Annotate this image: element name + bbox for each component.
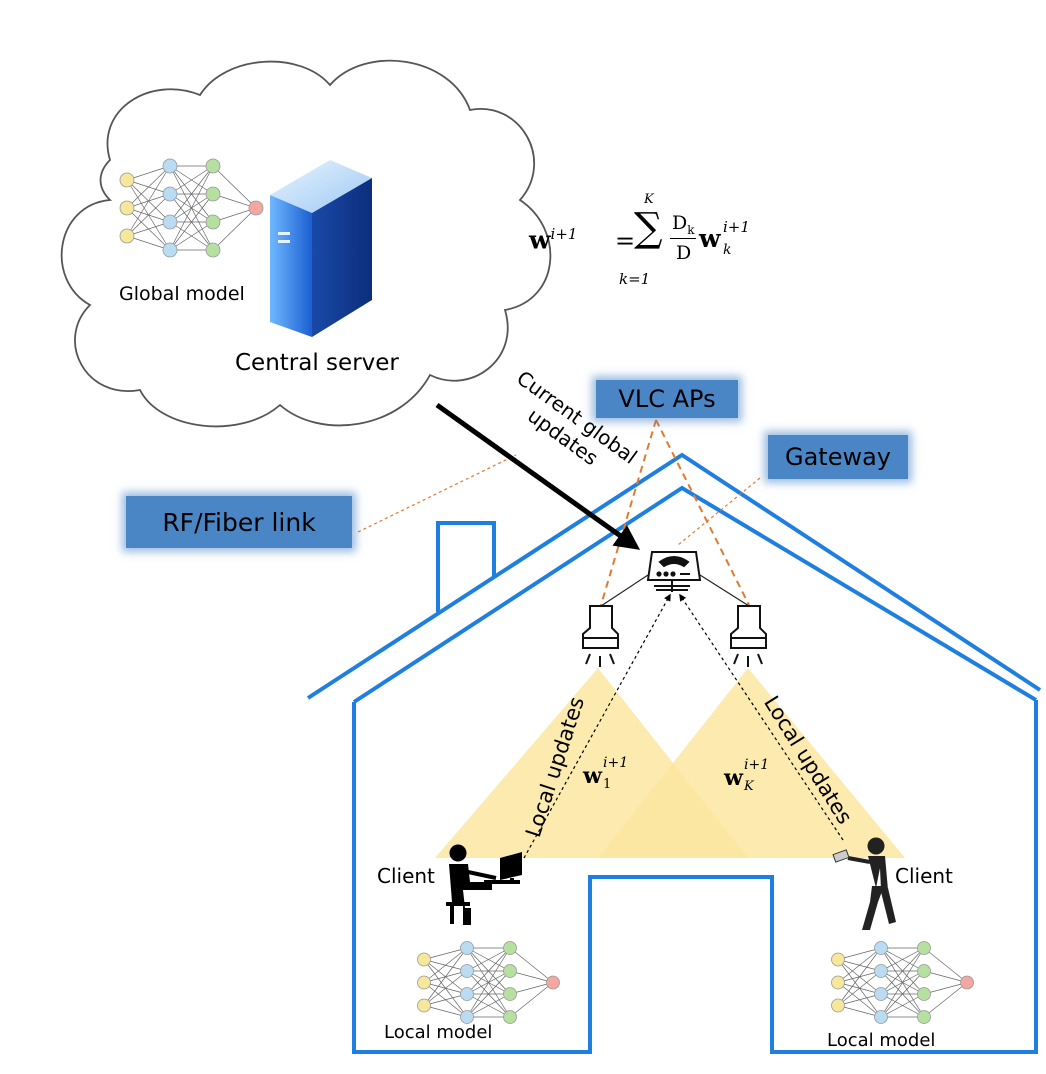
- light-cone-right: [598, 668, 905, 858]
- weight-right-sup: i+1: [744, 757, 770, 773]
- eq-lhs-sup: i+1: [550, 225, 578, 243]
- network-node: [503, 964, 517, 978]
- network-node: [248, 200, 264, 216]
- desk-client-icon: [446, 844, 522, 925]
- eq-rhs-sub: k: [723, 242, 732, 258]
- eq-rhs-sup: i+1: [723, 218, 750, 236]
- network-node: [874, 987, 888, 1001]
- network-node: [162, 214, 178, 230]
- weight-right-sub: K: [744, 779, 754, 794]
- network-node: [205, 186, 221, 202]
- rf-fiber-link-text: RF/Fiber link: [162, 507, 316, 537]
- network-node: [874, 1010, 888, 1024]
- weight-right-base: w: [724, 765, 743, 791]
- network-node: [162, 158, 178, 174]
- weight-left-sub: 1: [603, 777, 612, 792]
- network-node: [205, 214, 221, 230]
- network-node: [119, 228, 135, 244]
- network-node: [205, 158, 221, 174]
- central-server-label: Central server: [235, 350, 399, 376]
- network-node: [874, 964, 888, 978]
- weight-left-label: w i+1 1: [583, 755, 653, 800]
- local-model-left-network-icon: [417, 941, 560, 1024]
- vlc-aps-text: VLC APs: [618, 385, 716, 413]
- eq-sum-bottom: k=1: [619, 270, 651, 288]
- global-model-label: Global model: [119, 283, 245, 305]
- global-update-arrow: [435, 402, 641, 550]
- rf-fiber-link-label: RF/Fiber link: [126, 496, 352, 548]
- local-model-right-network-icon: [831, 941, 974, 1024]
- vlc-aps-label: VLC APs: [596, 380, 738, 418]
- eq-frac-num: D: [672, 212, 688, 234]
- network-node: [831, 975, 845, 990]
- vlc-ap-right-icon: [730, 605, 767, 667]
- network-node: [460, 987, 474, 1001]
- eq-frac-num-sub: k: [687, 222, 695, 237]
- network-node: [205, 242, 221, 258]
- gateway-label: Gateway: [768, 435, 908, 479]
- global-model-network-icon: [119, 158, 264, 258]
- light-cones: [435, 668, 905, 858]
- network-node: [546, 975, 560, 990]
- central-server-icon: [270, 160, 372, 337]
- network-node: [917, 987, 931, 1001]
- local-update-arrow-right: [679, 593, 844, 841]
- network-node: [119, 200, 135, 216]
- gateway-text: Gateway: [784, 443, 892, 471]
- network-node: [503, 941, 517, 955]
- network-node: [119, 172, 135, 188]
- network-node: [417, 975, 431, 990]
- network-node: [503, 987, 517, 1001]
- vlc-ap-links: [600, 419, 750, 606]
- network-node: [460, 964, 474, 978]
- network-node: [917, 1010, 931, 1024]
- eq-rhs-base: w: [699, 224, 721, 253]
- local-model-left-label: Local model: [384, 1022, 493, 1043]
- network-node: [162, 242, 178, 258]
- network-node: [831, 998, 845, 1013]
- weight-left-sup: i+1: [603, 755, 629, 771]
- network-node: [460, 1010, 474, 1024]
- local-update-arrow-left: [523, 593, 671, 859]
- network-node: [831, 952, 845, 967]
- network-node: [874, 941, 888, 955]
- network-node: [917, 964, 931, 978]
- rf-fiber-link-line: [357, 454, 517, 533]
- eq-frac-den: D: [676, 242, 692, 264]
- vlc-ap-left-icon: [582, 605, 619, 667]
- network-node: [503, 1010, 517, 1024]
- weight-left-base: w: [583, 763, 602, 789]
- gateway-router-icon: [646, 551, 702, 592]
- local-model-right-label: Local model: [827, 1030, 936, 1051]
- network-node: [417, 952, 431, 967]
- client-right-label: Client: [895, 864, 953, 888]
- house-outline: [306, 452, 1042, 1054]
- network-node: [417, 998, 431, 1013]
- aggregation-equation: wi+1 = K ∑ k=1 Dk D w i+1 k: [527, 192, 757, 292]
- client-left-label: Client: [377, 864, 435, 888]
- network-node: [960, 975, 974, 990]
- eq-frac-bar: [670, 238, 696, 239]
- network-node: [460, 941, 474, 955]
- weight-right-label: w i+1 K: [724, 757, 794, 802]
- network-node: [917, 941, 931, 955]
- eq-sum-top: K: [644, 192, 654, 207]
- eq-sum-symbol: ∑: [634, 205, 663, 251]
- walking-client-icon: [832, 837, 896, 930]
- network-node: [162, 186, 178, 202]
- eq-lhs-base: w: [529, 225, 551, 255]
- eq-equals: =: [615, 227, 636, 255]
